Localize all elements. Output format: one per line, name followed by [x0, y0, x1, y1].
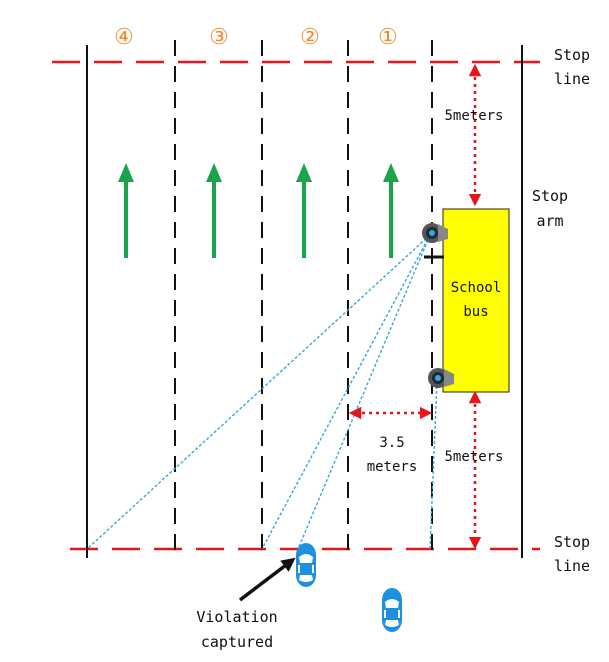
- stop-line-top-label-2: line: [554, 70, 590, 88]
- car-following: [382, 588, 402, 632]
- lane-arrow-1: [383, 163, 399, 258]
- lane-number-3: ③: [209, 25, 229, 50]
- lane-arrow-3: [206, 163, 222, 258]
- measure-top-label: 5meters: [444, 108, 503, 124]
- violation-label-line1: Violation: [196, 608, 277, 626]
- measure-lane-width-value: 3.5: [379, 435, 404, 451]
- school-bus: [442, 208, 510, 393]
- violation-pointer: [238, 557, 296, 602]
- stop-arm-label-2: arm: [536, 212, 563, 230]
- measure-bottom-label: 5meters: [444, 449, 503, 465]
- violation-label-line2: captured: [201, 633, 273, 651]
- lane-number-2: ②: [300, 25, 320, 50]
- stop-line-top-label-1: Stop: [554, 46, 590, 64]
- car-violating: [296, 543, 316, 587]
- lane-number-1: ①: [378, 25, 398, 50]
- measure-lane-width-unit: meters: [367, 459, 418, 475]
- lane-number-4: ④: [114, 25, 134, 50]
- bus-label-line2: bus: [463, 304, 488, 320]
- camera-rays: [86, 234, 438, 550]
- stop-line-bottom-label-1: Stop: [554, 533, 590, 551]
- stop-arm-label-1: Stop: [532, 187, 568, 205]
- bus-label-line1: School: [451, 280, 502, 296]
- lane-arrow-2: [296, 163, 312, 258]
- lane-arrow-4: [118, 163, 134, 258]
- stop-line-bottom-label-2: line: [554, 557, 590, 575]
